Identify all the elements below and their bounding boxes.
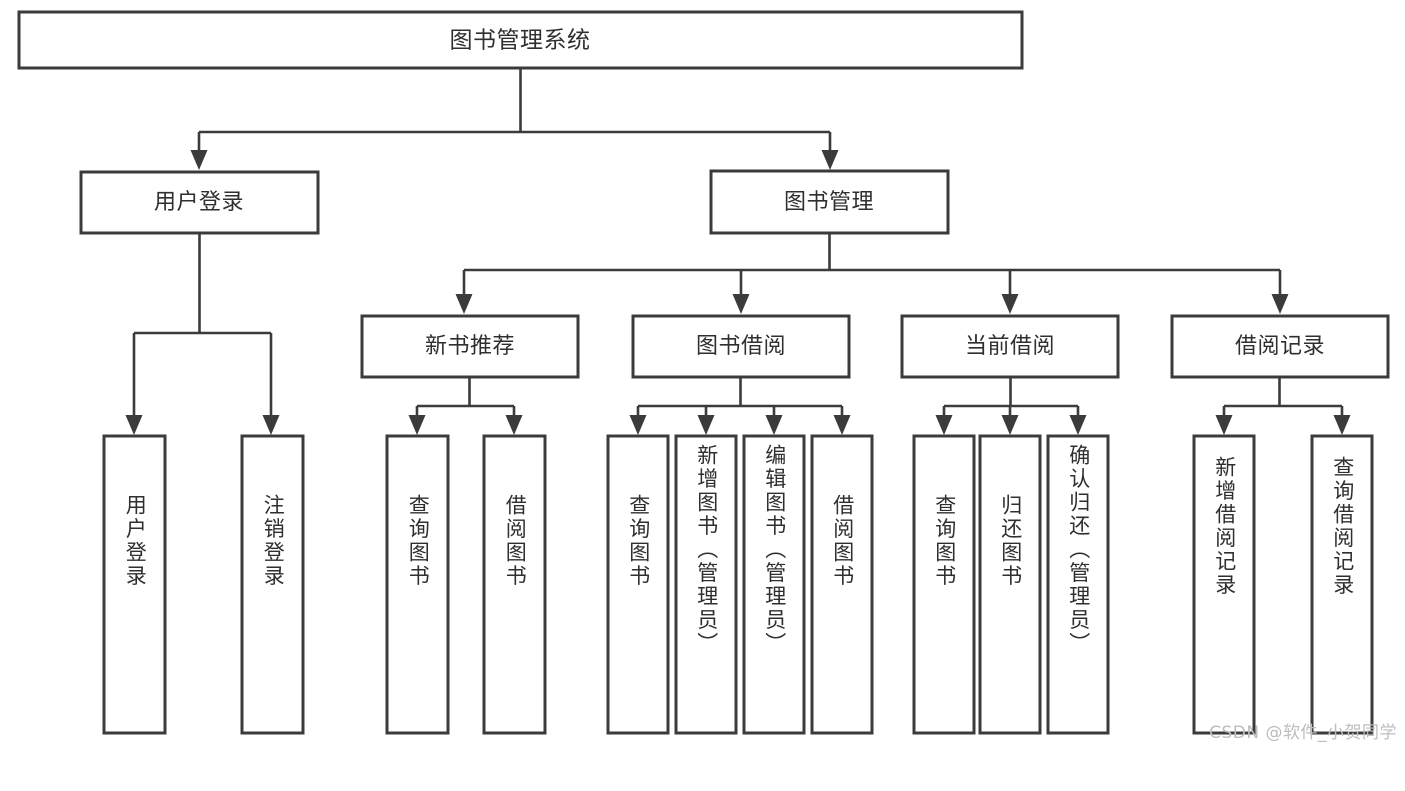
arrow-to-leaf-user-logout: [262, 415, 280, 435]
node-book-borrow-label: 图书借阅: [696, 334, 786, 359]
arrow-to-leaf-confirm-return: [1069, 415, 1087, 435]
arrow-to-book-borrow: [732, 294, 750, 314]
arrow-to-leaf-query-book-3: [935, 415, 953, 435]
arrow-to-leaf-user-login: [125, 415, 143, 435]
arrow-to-leaf-query-book-1: [408, 415, 426, 435]
arrow-to-book-management: [821, 150, 839, 170]
node-root[interactable]: 图书管理系统: [17, 10, 1024, 70]
node-borrow-record[interactable]: 借阅记录: [1170, 314, 1390, 379]
functional-structure-diagram: 图书管理系统 用户登录 图书管理 新书推荐 图书借阅 当前借阅 借阅记录: [17, 10, 1390, 735]
node-user-login-box[interactable]: [79, 170, 320, 235]
arrow-to-leaf-borrow-book-2: [833, 415, 851, 435]
node-book-borrow[interactable]: 图书借阅: [631, 314, 851, 379]
node-borrow-record-label: 借阅记录: [1235, 334, 1325, 359]
leaf-query-book-1-box[interactable]: [385, 434, 450, 735]
arrow-to-leaf-add-book: [697, 415, 715, 435]
node-current-borrow-label: 当前借阅: [965, 334, 1055, 359]
node-new-book-recommend[interactable]: 新书推荐: [360, 314, 580, 379]
node-user-login-label: 用户登录: [154, 190, 244, 215]
node-book-management-label: 图书管理: [784, 190, 874, 215]
node-user-login[interactable]: 用户登录: [79, 170, 320, 235]
node-current-borrow[interactable]: 当前借阅: [900, 314, 1120, 379]
arrow-to-leaf-return-book: [1001, 415, 1019, 435]
arrow-to-user-login: [190, 150, 208, 170]
connector-group: [125, 68, 1351, 435]
node-new-book-recommend-label: 新书推荐: [425, 334, 515, 359]
arrow-to-leaf-query-book-2: [629, 415, 647, 435]
leaf-user-logout-box[interactable]: [240, 434, 305, 735]
arrow-to-leaf-edit-book: [765, 415, 783, 435]
node-current-borrow-box[interactable]: [900, 314, 1120, 379]
node-root-label: 图书管理系统: [450, 28, 591, 54]
leaf-add-book-box[interactable]: [674, 434, 738, 735]
arrow-to-current-borrow: [1001, 294, 1019, 314]
leaf-add-record-box[interactable]: [1192, 434, 1256, 735]
leaf-edit-book-box[interactable]: [742, 434, 806, 735]
node-root-box[interactable]: [17, 10, 1024, 70]
diagram-root: 图书管理系统 用户登录 图书管理 新书推荐 图书借阅 当前借阅 借阅记录: [17, 10, 1397, 743]
arrow-to-new-book-recommend: [455, 294, 473, 314]
leaf-borrow-book-1-box[interactable]: [482, 434, 547, 735]
leaf-query-book-3-box[interactable]: [912, 434, 976, 735]
node-book-borrow-box[interactable]: [631, 314, 851, 379]
leaf-user-login-box[interactable]: [102, 434, 167, 735]
arrow-to-leaf-query-record: [1333, 415, 1351, 435]
leaf-box-group: [102, 434, 1374, 735]
leaf-query-record-box[interactable]: [1310, 434, 1374, 735]
leaf-query-book-2-box[interactable]: [606, 434, 670, 735]
node-borrow-record-box[interactable]: [1170, 314, 1390, 379]
leaf-confirm-return-box[interactable]: [1046, 434, 1110, 735]
node-book-management[interactable]: 图书管理: [709, 169, 950, 235]
arrow-to-leaf-borrow-book-1: [505, 415, 523, 435]
arrow-to-leaf-add-record: [1215, 415, 1233, 435]
leaf-borrow-book-2-box[interactable]: [810, 434, 874, 735]
node-new-book-recommend-box[interactable]: [360, 314, 580, 379]
arrow-to-borrow-record: [1271, 294, 1289, 314]
leaf-return-book-box[interactable]: [978, 434, 1042, 735]
node-book-management-box[interactable]: [709, 169, 950, 235]
